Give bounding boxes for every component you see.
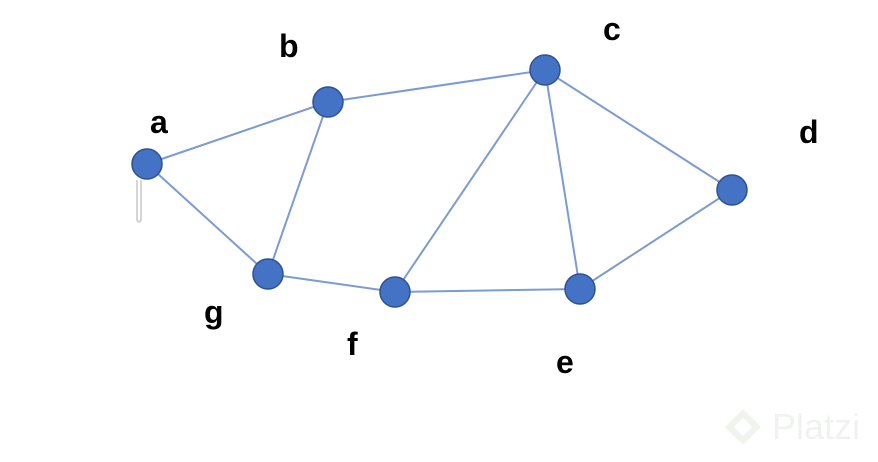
watermark-text: Platzi <box>772 406 861 447</box>
node-label-c: c <box>603 11 621 47</box>
edge-g-f <box>267 273 396 293</box>
node-g <box>252 258 284 290</box>
edge-b-c <box>327 69 546 103</box>
platzi-logo-icon <box>725 409 761 445</box>
edge-c-e <box>544 69 581 290</box>
node-e <box>564 273 596 305</box>
node-c <box>529 54 561 86</box>
edge-e-d <box>579 189 733 290</box>
node-d <box>716 174 748 206</box>
node-label-d: d <box>799 114 819 150</box>
node-f <box>379 276 411 308</box>
node-label-f: f <box>347 326 358 362</box>
edge-b-g <box>267 101 329 275</box>
edge-a-b <box>146 101 329 165</box>
node-b <box>312 86 344 118</box>
edge-a-g <box>146 163 269 275</box>
cursor-artifact <box>136 180 142 223</box>
node-label-g: g <box>204 294 224 330</box>
graph-nodes <box>131 54 748 308</box>
platzi-watermark: Platzi <box>722 406 860 448</box>
graph-edges <box>146 69 733 293</box>
node-label-e: e <box>556 344 574 380</box>
node-label-b: b <box>279 28 299 64</box>
node-label-a: a <box>150 104 168 140</box>
edge-f-c <box>394 69 546 293</box>
node-a <box>131 148 163 180</box>
edge-f-e <box>394 288 581 293</box>
edge-c-d <box>544 69 733 191</box>
